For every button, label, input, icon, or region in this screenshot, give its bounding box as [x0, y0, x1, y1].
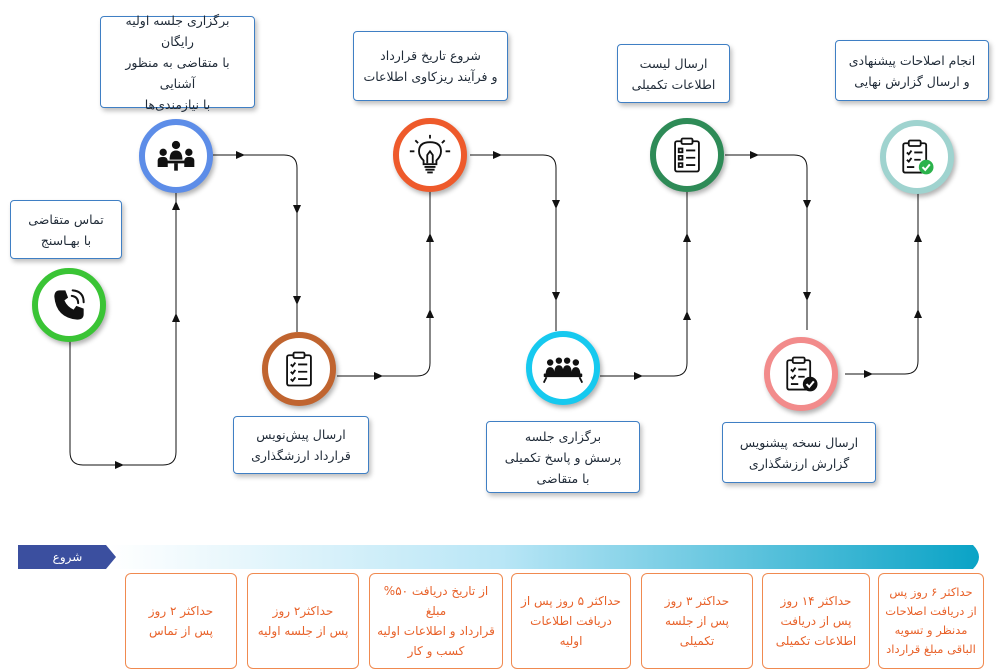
duration-line: الباقی مبلغ قرارداد — [886, 642, 976, 656]
duration-line: حداکثر ۱۴ روز — [780, 594, 852, 608]
step-box-final-report: انجام اصلاحات پیشنهادی و ارسال گزارش نها… — [835, 40, 989, 101]
duration-line: حداکثر ۳ روز — [664, 594, 730, 608]
duration-line: کسب و کار — [407, 644, 465, 658]
duration-line: تکمیلی — [679, 634, 715, 648]
step-circle-draft-report — [764, 337, 838, 411]
arrow-head — [374, 372, 383, 380]
step-box-meeting1: برگزاری جلسه اولیه رایگان با متقاضی به م… — [100, 13, 255, 112]
connector-2 — [213, 154, 298, 332]
clipboard-done-icon — [902, 139, 934, 175]
step-circle-qa-meeting — [526, 331, 600, 405]
arrow-head — [634, 372, 643, 380]
checklist-icon — [286, 351, 312, 387]
duration-line: پس از جلسه — [665, 614, 729, 628]
arrow-head — [172, 201, 180, 210]
duration-box-6: حداکثر ۱۴ روز پس از دریافت اطلاعات تکمیل… — [762, 573, 870, 669]
duration-box-5: حداکثر ۳ روز پس از جلسه تکمیلی — [641, 573, 753, 669]
duration-line: حداکثر ۶ روز پس — [889, 585, 973, 599]
lightbulb-icon — [409, 134, 451, 174]
arrow-head — [914, 309, 922, 318]
step-line: تماس متقاضی — [28, 211, 104, 227]
arrow-head — [803, 292, 811, 301]
step-line: قرارداد ارزشگذاری — [251, 448, 351, 463]
step-box-draft-contract: ارسال پیش‌نویس قرارداد ارزشگذاری — [233, 416, 369, 474]
arrow-head — [683, 233, 691, 242]
timeline-bar — [18, 545, 979, 569]
connector-6 — [725, 154, 808, 330]
arrow-head — [552, 292, 560, 301]
step-circle-contract-start — [393, 118, 467, 192]
step-box-draft-report: ارسال نسخه پیشنویس گزارش ارزشگذاری — [722, 422, 876, 483]
arrow-head — [552, 200, 560, 209]
step-line: ارسال لیست — [639, 55, 708, 71]
step-circle-contact — [32, 268, 106, 342]
arrow-head — [803, 200, 811, 209]
arrow-head — [914, 233, 922, 242]
step-line: با بهـاسنج — [40, 232, 92, 248]
arrow-head — [293, 296, 301, 305]
step-line: و فرآیند ریزکاوی اطلاعات — [363, 69, 498, 84]
step-line: اطلاعات تکمیلی — [631, 76, 716, 92]
duration-box-4: حداکثر ۵ روز پس از دریافت اطلاعات اولیه — [511, 573, 631, 669]
step-line: شروع تاریخ قرارداد — [380, 48, 481, 63]
step-circle-final-report — [880, 120, 954, 194]
arrow-head — [750, 151, 759, 159]
duration-box-1: حداکثر ۲ روز پس از تماس — [125, 573, 237, 669]
step-line: با متقاضی به منظور آشنایی — [125, 54, 230, 91]
duration-line: پس از تماس — [149, 624, 213, 638]
team-icon — [542, 357, 584, 384]
duration-line: دریافت اطلاعات اولیه — [530, 614, 612, 648]
step-line: ارسال نسخه پیشنویس — [739, 434, 859, 450]
step-box-contact: تماس متقاضی با بهـاسنج — [10, 200, 122, 259]
duration-line: قرارداد و اطلاعات اولیه — [377, 624, 495, 638]
duration-line: پس از دریافت — [780, 614, 852, 628]
arrow-head — [172, 313, 180, 322]
arrow-head — [293, 205, 301, 214]
step-circle-send-list — [650, 118, 724, 192]
arrow-head — [683, 311, 691, 320]
duration-line: از دریافت اصلاحات — [885, 604, 977, 618]
arrow-head — [426, 233, 434, 242]
timeline-start-label: شروع — [52, 550, 83, 564]
meeting-icon — [157, 140, 195, 171]
phone-icon — [54, 289, 85, 320]
flow-connectors — [69, 151, 922, 469]
connector-7 — [845, 192, 919, 375]
arrow-head — [864, 370, 873, 378]
arrow-head — [493, 151, 502, 159]
duration-box-7: حداکثر ۶ روز پس از دریافت اصلاحات مدنظر … — [878, 573, 984, 669]
arrow-head — [236, 151, 245, 159]
step-circle-meeting1 — [139, 119, 213, 193]
duration-line: اطلاعات تکمیلی — [775, 634, 857, 648]
step-line: با نیازمندی‌ها — [144, 96, 211, 112]
connector-5 — [600, 192, 688, 377]
step-line: برگزاری جلسه اولیه رایگان — [125, 12, 230, 49]
step-line: انجام اصلاحات پیشنهادی — [848, 52, 976, 68]
duration-line: پس از جلسه اولیه — [257, 624, 349, 638]
step-box-contract-start: شروع تاریخ قرارداد و فرآیند ریزکاوی اطلا… — [353, 31, 508, 101]
duration-line: حداکثر۲ روز — [272, 604, 334, 618]
step-line: پرسش و پاسخ تکمیلی — [504, 449, 622, 465]
step-box-send-list: ارسال لیست اطلاعات تکمیلی — [617, 44, 730, 103]
step-box-qa-meeting: برگزاری جلسه پرسش و پاسخ تکمیلی با متقاض… — [486, 421, 640, 493]
step-line: گزارش ارزشگذاری — [748, 455, 850, 471]
step-line: با متقاضی — [536, 470, 590, 486]
step-line: برگزاری جلسه — [524, 428, 602, 444]
list-icon — [674, 137, 700, 173]
duration-box-3: از تاریخ دریافت ۵۰% مبلغ قرارداد و اطلاع… — [369, 573, 503, 669]
start-chevron — [18, 545, 116, 569]
arrow-head — [115, 461, 124, 469]
duration-line: حداکثر ۵ روز پس از — [521, 594, 621, 608]
connector-4 — [470, 154, 557, 331]
arrow-head — [426, 309, 434, 318]
step-line: ارسال پیش‌نویس — [256, 427, 346, 442]
step-circle-draft-contract — [262, 332, 336, 406]
duration-line: از تاریخ دریافت ۵۰% مبلغ — [383, 584, 489, 618]
duration-box-2: حداکثر۲ روز پس از جلسه اولیه — [247, 573, 359, 669]
clipboard-check-icon — [786, 356, 818, 392]
duration-line: حداکثر ۲ روز — [148, 604, 214, 618]
connector-3 — [337, 192, 431, 377]
step-line: و ارسال گزارش نهایی — [854, 73, 970, 89]
duration-line: مدنظر و تسویه — [894, 623, 968, 637]
